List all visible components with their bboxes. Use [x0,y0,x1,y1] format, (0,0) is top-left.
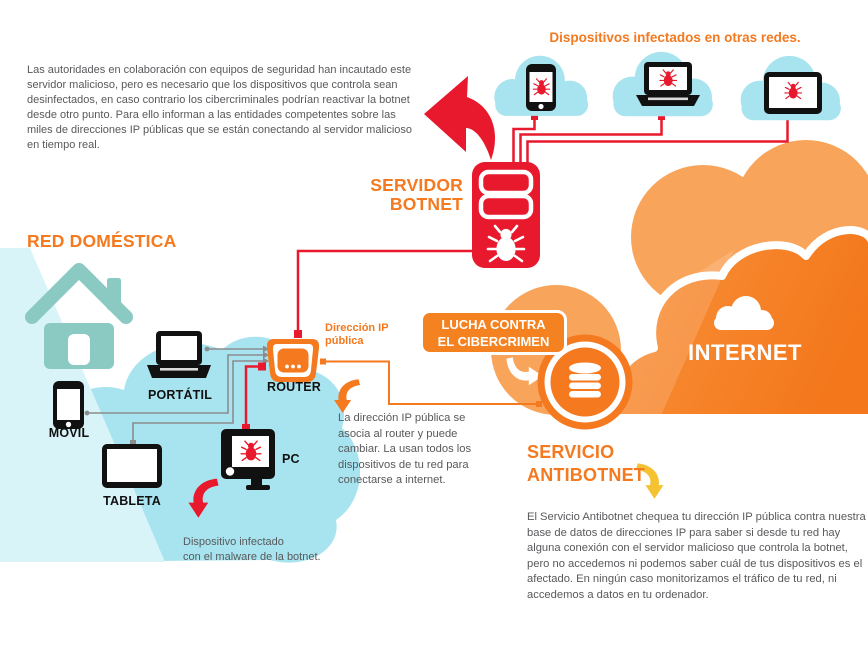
seized-arrow-icon [424,76,496,160]
botnet-server-label: SERVIDOR BOTNET [320,176,463,214]
botnet-server-label-line2: BOTNET [389,194,463,214]
other-networks-title: Dispositivos infectados en otras redes. [549,30,801,45]
antibotnet-description: El Servicio Antibotnet chequea tu direcc… [527,511,866,601]
infected-laptop-icon [636,62,700,106]
antibotnet-title-line1: SERVICIO [527,442,615,462]
tablet-icon [102,444,162,488]
public-ip-line [320,358,542,407]
antibotnet-db-icon [537,334,633,430]
antibotnet-title: SERVICIO ANTIBOTNET [527,441,645,487]
red-connections [244,120,789,428]
mobile-label: MÓVIL [48,426,90,440]
laptop-label: PORTÁTIL [147,388,213,402]
internet-label: INTERNET [688,340,802,365]
cybercrime-badge: LUCHA CONTRA EL CIBERCRIMEN [420,310,567,355]
intro-paragraph: Las autoridades en colaboración con equi… [27,64,413,151]
router-label: ROUTER [267,380,321,394]
home-connections [88,348,264,443]
cybercrime-badge-line2: EL CIBERCRIMEN [437,333,550,349]
public-ip-label-line2: pública [325,335,364,347]
house-icon [25,263,133,369]
infected-smartphone-icon [526,64,556,111]
public-ip-label: Dirección IP pública [325,322,389,348]
antibotnet-title-line2: ANTIBOTNET [527,465,645,485]
infected-device-note-line2: con el malware de la botnet. [183,551,321,563]
public-ip-description: La dirección IP pública se asocia al rou… [338,412,472,486]
botnet-server-icon [472,162,540,268]
cybercrime-badge-line1: LUCHA CONTRA [441,316,546,332]
infected-device-note: Dispositivo infectado con el malware de … [183,535,373,565]
home-network-title: RED DOMÉSTICA [27,231,177,251]
infected-tablet-icon [764,72,822,114]
infected-device-note-line1: Dispositivo infectado [183,536,284,548]
mobile-icon [53,381,84,429]
botnet-server-label-line1: SERVIDOR [370,175,463,195]
infected-pc-icon [221,429,275,490]
public-ip-label-line1: Dirección IP [325,322,389,334]
laptop-icon [147,331,211,378]
pc-label: PC [282,452,300,466]
tablet-label: TABLETA [103,494,161,508]
cloud-icon [714,296,774,330]
router-icon [266,339,320,382]
